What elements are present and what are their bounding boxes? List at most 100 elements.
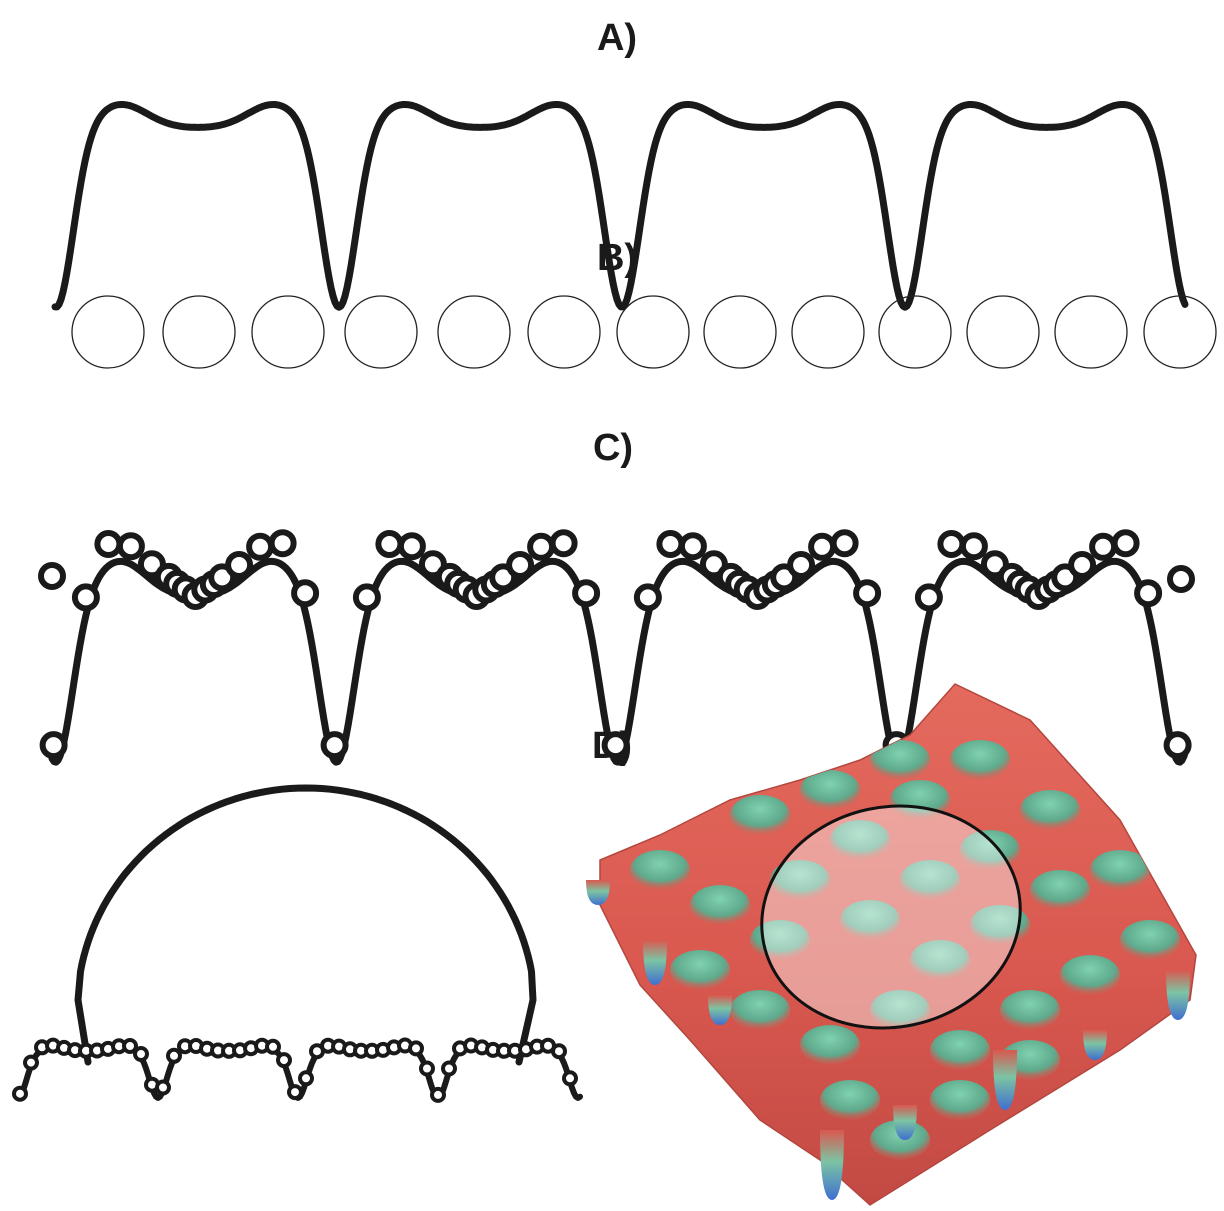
panel-d-surface-plot xyxy=(586,683,1197,1206)
surface-well xyxy=(800,1025,860,1065)
particle xyxy=(966,295,1040,369)
particle xyxy=(656,530,685,558)
surface-well xyxy=(730,990,790,1030)
particle xyxy=(155,1079,171,1096)
particle xyxy=(1134,579,1163,608)
surface-well xyxy=(670,950,730,990)
surface-well xyxy=(1000,990,1060,1030)
surface-well xyxy=(870,990,930,1030)
surface-well xyxy=(1020,790,1080,830)
particle xyxy=(441,1060,457,1077)
panel-c-adsorbed-layer xyxy=(38,529,1195,766)
particle xyxy=(71,583,100,612)
particle xyxy=(320,731,349,760)
surface-well xyxy=(800,770,860,810)
particle xyxy=(122,1038,138,1054)
surface-well xyxy=(690,885,750,925)
panel-b-particle-row xyxy=(71,295,1217,369)
particle xyxy=(787,551,816,579)
particle xyxy=(1089,532,1118,561)
particle xyxy=(419,1060,435,1077)
particle xyxy=(268,529,297,558)
panel-c-particles xyxy=(38,529,1195,760)
surface-spike xyxy=(1166,970,1190,1020)
surface-well xyxy=(770,860,830,900)
surface-spike xyxy=(708,995,732,1025)
highlight-ellipse xyxy=(760,804,1022,1030)
particle xyxy=(116,532,145,561)
particle xyxy=(506,551,535,579)
particle xyxy=(1167,565,1195,593)
particle xyxy=(562,1070,578,1087)
particle xyxy=(1163,731,1192,760)
particle xyxy=(1111,529,1140,558)
particle xyxy=(527,295,601,369)
surface-well xyxy=(910,940,970,980)
particle xyxy=(344,295,418,369)
surface-well xyxy=(840,900,900,940)
particle xyxy=(678,532,707,561)
particle xyxy=(791,295,865,369)
particle xyxy=(408,1040,424,1057)
surface-well xyxy=(900,860,960,900)
particle xyxy=(38,562,66,590)
surface-spikes xyxy=(586,880,1190,1200)
particle xyxy=(437,295,511,369)
surface-well xyxy=(870,1120,930,1160)
particle xyxy=(853,579,882,608)
surface-well xyxy=(930,1080,990,1120)
droplet-arc xyxy=(74,784,537,1066)
surface-spike xyxy=(820,1130,844,1200)
particle xyxy=(878,295,952,369)
panel-d-substrate-particles xyxy=(12,1037,578,1103)
particle xyxy=(12,1085,28,1102)
surface-well xyxy=(870,740,930,780)
particle xyxy=(549,529,578,558)
particle xyxy=(937,530,966,558)
particle xyxy=(430,1086,446,1103)
particle xyxy=(633,583,662,612)
particle xyxy=(551,1043,567,1060)
particle xyxy=(527,532,556,561)
surface-spike xyxy=(586,880,610,905)
panel-a-potential-curve xyxy=(51,101,1189,311)
surface-well xyxy=(1090,850,1150,890)
particle xyxy=(808,532,837,561)
particle xyxy=(291,579,320,608)
surface-well xyxy=(820,1080,880,1120)
particle xyxy=(162,295,236,369)
surface-well xyxy=(830,820,890,860)
particle xyxy=(1054,295,1128,369)
panel-c-label: C) xyxy=(593,427,633,469)
particle xyxy=(601,731,630,760)
particle xyxy=(94,530,123,558)
particle xyxy=(830,529,859,558)
surface-well xyxy=(1060,955,1120,995)
surface-well xyxy=(630,850,690,890)
panel-c-potential-curve xyxy=(48,557,1190,766)
particle xyxy=(251,295,325,369)
particle xyxy=(287,1084,303,1101)
surface-spike xyxy=(893,1105,917,1140)
surface-well xyxy=(1120,920,1180,960)
particle xyxy=(914,583,943,612)
particle xyxy=(246,532,275,561)
particle xyxy=(375,530,404,558)
panel-a-potential xyxy=(51,101,1189,311)
surface-well xyxy=(970,905,1030,945)
particle xyxy=(1143,295,1217,369)
particle xyxy=(959,532,988,561)
particle xyxy=(703,295,777,369)
particle xyxy=(39,731,68,760)
panel-d-droplet xyxy=(12,784,583,1103)
surface-well xyxy=(930,1030,990,1070)
surface-well xyxy=(730,795,790,835)
particle xyxy=(265,1038,281,1055)
panel-a-label: A) xyxy=(597,17,637,59)
surface-spike xyxy=(1083,1030,1107,1060)
particle xyxy=(225,551,254,579)
particle xyxy=(298,1070,314,1087)
surface-well xyxy=(950,740,1010,780)
particle xyxy=(166,1047,182,1064)
